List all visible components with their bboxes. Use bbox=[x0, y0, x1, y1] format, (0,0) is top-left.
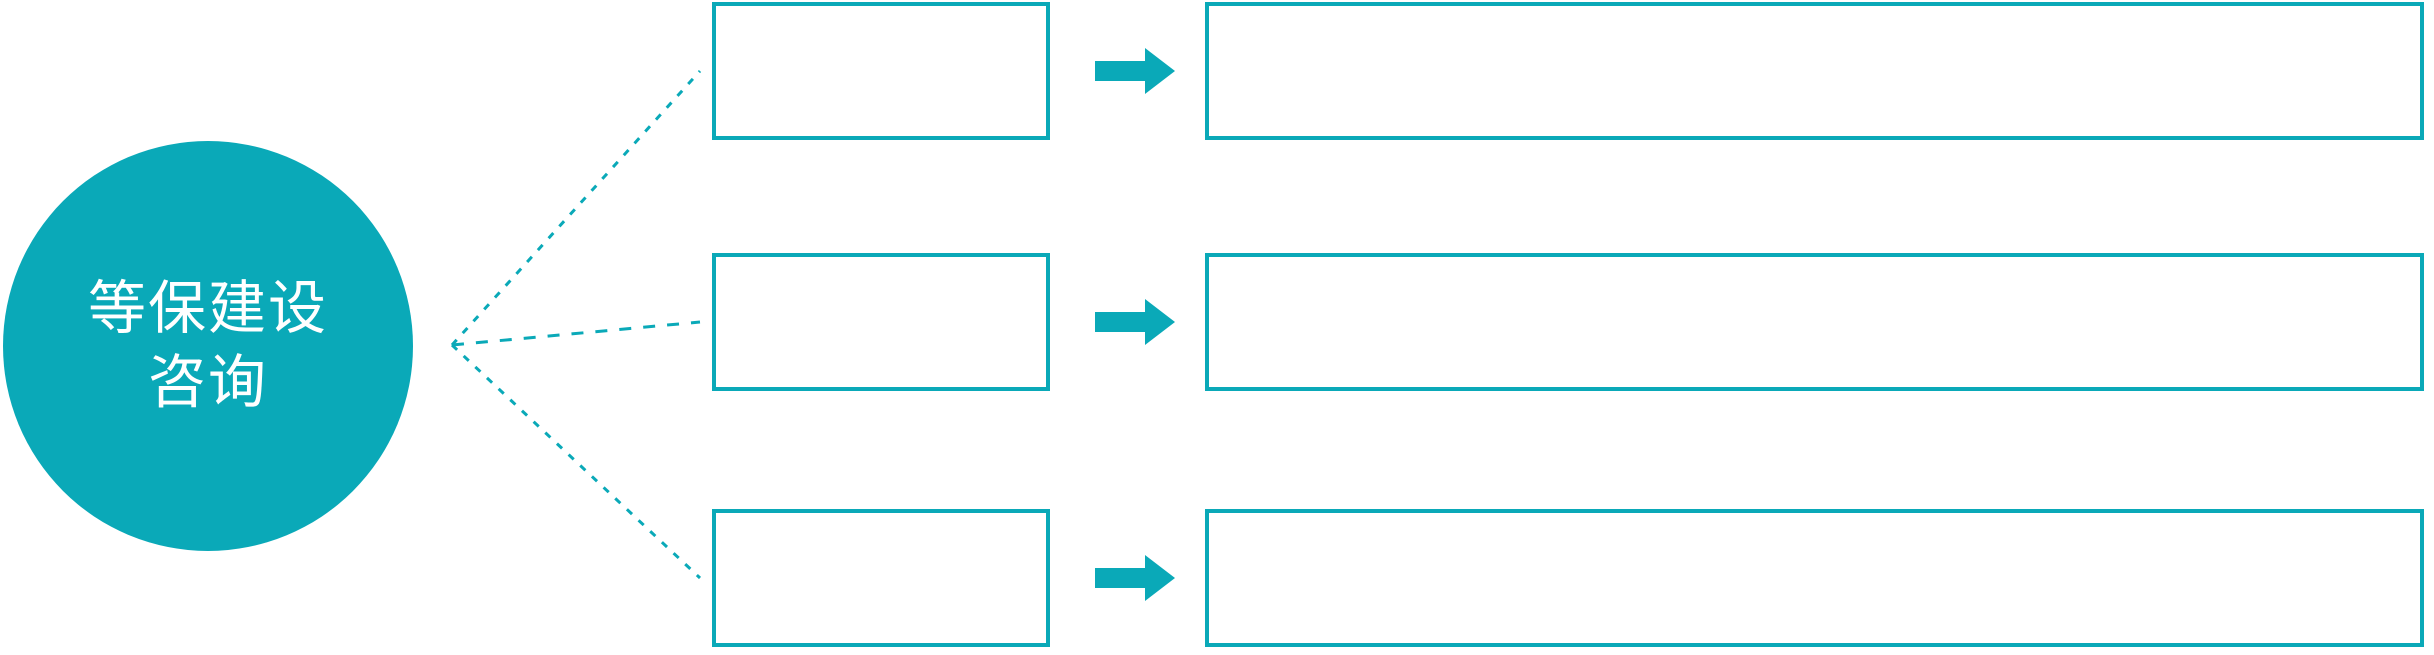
detail-box[interactable] bbox=[1205, 253, 2424, 391]
stage-box-label bbox=[716, 257, 1046, 285]
hub-title-line-1: 等保建设 bbox=[87, 275, 328, 341]
detail-box-label bbox=[1209, 513, 2420, 541]
stage-box-label bbox=[716, 6, 1046, 34]
diagram-row bbox=[0, 2, 2434, 148]
arrow-right-icon bbox=[1095, 299, 1175, 345]
stage-box[interactable] bbox=[712, 2, 1050, 140]
diagram-row bbox=[0, 509, 2434, 655]
arrow-right-icon bbox=[1095, 48, 1175, 94]
detail-box-label bbox=[1209, 257, 2420, 285]
stage-box[interactable] bbox=[712, 509, 1050, 647]
stage-box-label bbox=[716, 513, 1046, 541]
hub-circle[interactable]: 等保建设 咨询 bbox=[3, 141, 413, 551]
detail-box[interactable] bbox=[1205, 2, 2424, 140]
stage-box[interactable] bbox=[712, 253, 1050, 391]
hub-title-line-2: 咨询 bbox=[147, 350, 268, 415]
diagram-row bbox=[0, 253, 2434, 399]
arrow-right-icon bbox=[1095, 555, 1175, 601]
detail-box-label bbox=[1209, 6, 2420, 34]
detail-box[interactable] bbox=[1205, 509, 2424, 647]
